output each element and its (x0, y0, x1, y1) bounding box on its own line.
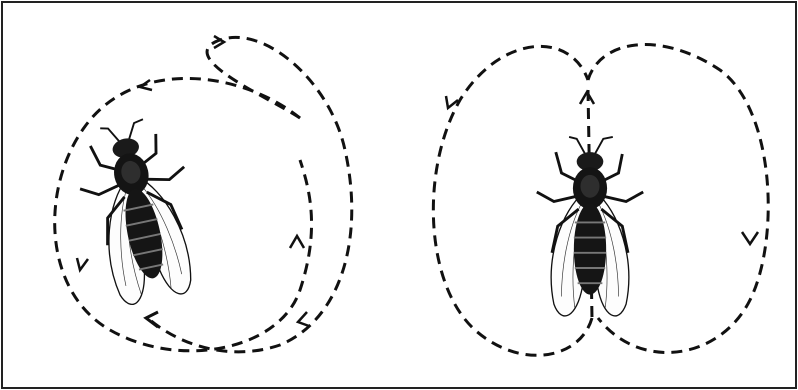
arrow-icon (298, 312, 309, 326)
round-dance-outer-loop (150, 37, 352, 351)
waggle-dance-panel (433, 45, 768, 356)
bee-illustration (537, 137, 643, 316)
bee-illustration (69, 113, 210, 310)
arrow-icon (742, 232, 758, 244)
arrow-icon (290, 236, 304, 248)
arrow-icon (77, 258, 88, 270)
arrow-icon (146, 312, 158, 327)
arrow-icon (446, 96, 458, 108)
round-dance-circle-path (55, 78, 312, 350)
round-dance-panel (55, 36, 352, 352)
